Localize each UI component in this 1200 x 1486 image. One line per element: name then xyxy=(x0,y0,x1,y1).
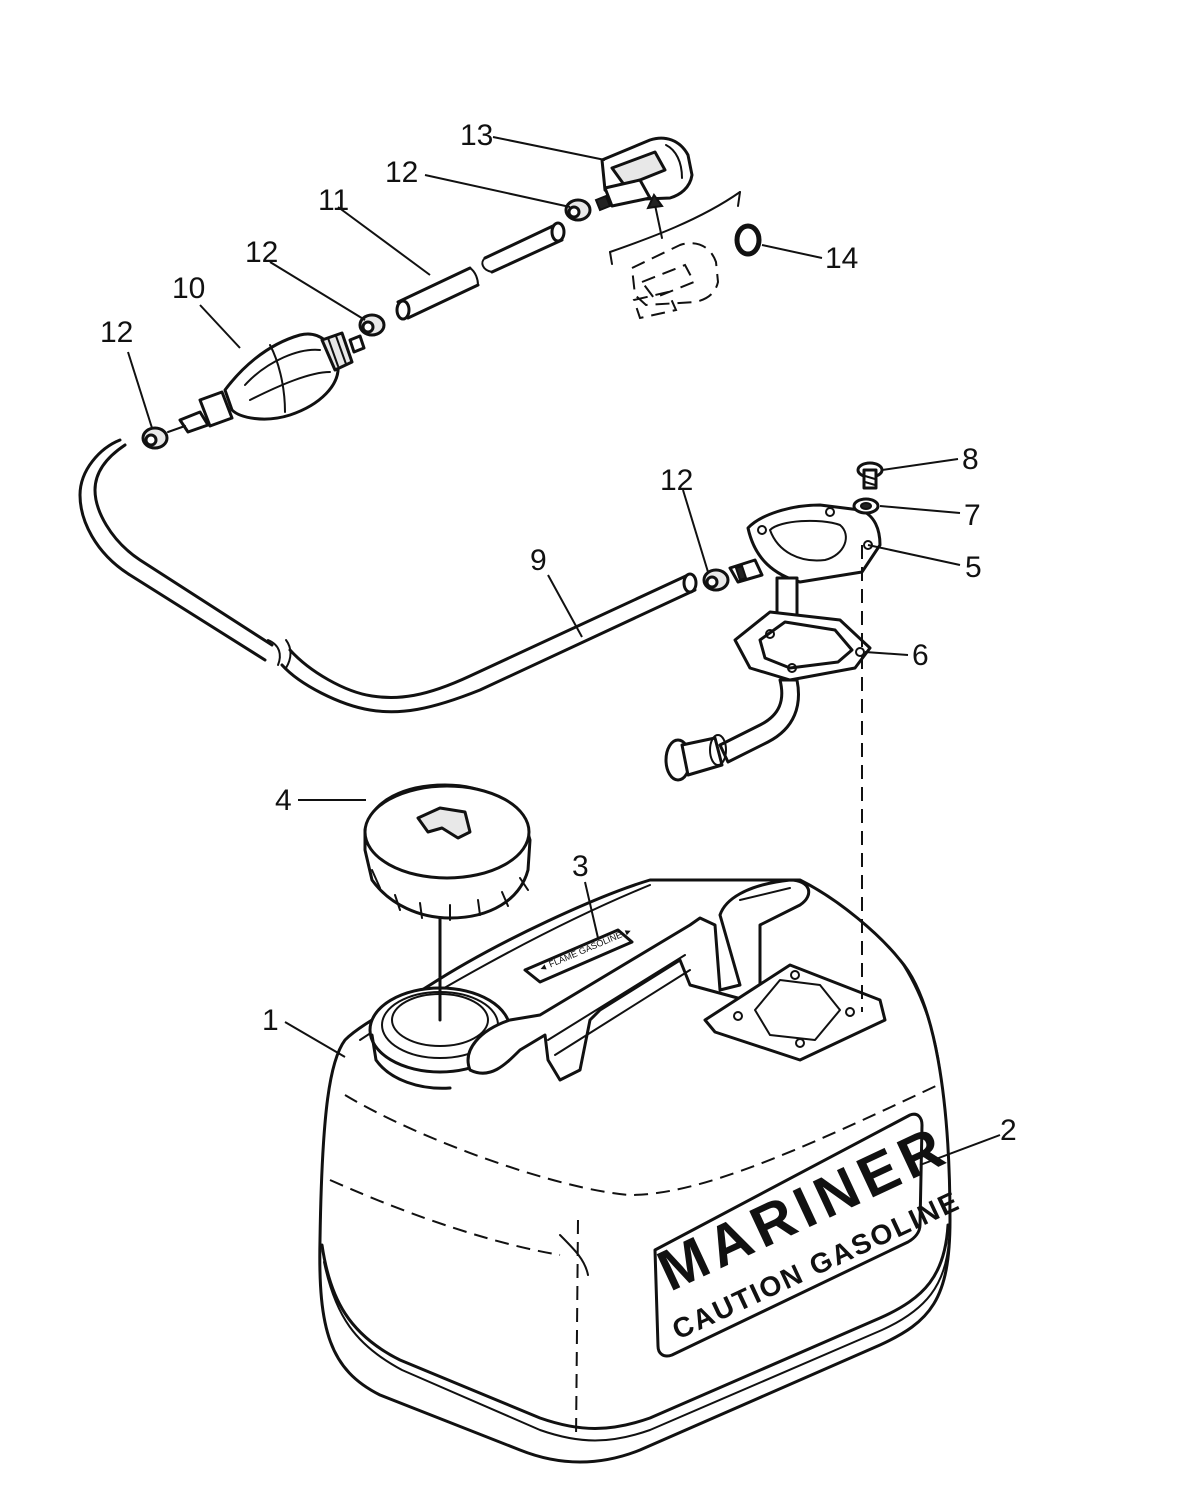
pickup-mount-pad xyxy=(703,963,887,1062)
hose-clamp xyxy=(141,426,169,450)
callout-12: 12 xyxy=(385,156,418,189)
carry-handle xyxy=(466,878,811,1082)
pickup-gasket xyxy=(733,610,872,682)
callout-6: 6 xyxy=(912,639,929,672)
fuel-hose xyxy=(78,438,698,714)
o-ring xyxy=(734,223,762,257)
hose-clamp xyxy=(358,313,386,337)
bulb-inlet-stub xyxy=(167,425,186,433)
callout-11: 11 xyxy=(318,184,349,217)
callout-9: 9 xyxy=(530,544,547,577)
alternate-connector xyxy=(609,191,741,320)
callout-12: 12 xyxy=(660,464,693,497)
hose-clamp xyxy=(702,568,730,592)
hose-section xyxy=(395,221,566,321)
pickup-tube-lower xyxy=(664,678,800,782)
leader-lines xyxy=(127,136,1001,1166)
lockwasher xyxy=(852,497,880,515)
callout-14: 14 xyxy=(825,242,858,275)
filler-cap xyxy=(363,783,532,921)
callout-13: 13 xyxy=(460,119,493,152)
callout-7: 7 xyxy=(964,499,981,532)
callout-4: 4 xyxy=(275,784,292,817)
arrow-icon xyxy=(646,193,664,239)
callout-3: 3 xyxy=(572,850,589,883)
callout-12: 12 xyxy=(100,316,133,349)
callout-10: 10 xyxy=(172,272,205,305)
callout-1: 1 xyxy=(262,1004,279,1037)
callout-8: 8 xyxy=(962,443,979,476)
callout-labels: 1 2 3 4 5 6 7 8 9 10 11 12 12 12 12 13 1… xyxy=(100,119,1017,1147)
callout-2: 2 xyxy=(1000,1114,1017,1147)
fuel-connector xyxy=(594,136,694,212)
screw xyxy=(856,461,884,490)
callout-12: 12 xyxy=(245,236,278,269)
hose-clamp xyxy=(564,198,592,222)
callout-5: 5 xyxy=(965,551,982,584)
primer-bulb xyxy=(178,331,366,434)
